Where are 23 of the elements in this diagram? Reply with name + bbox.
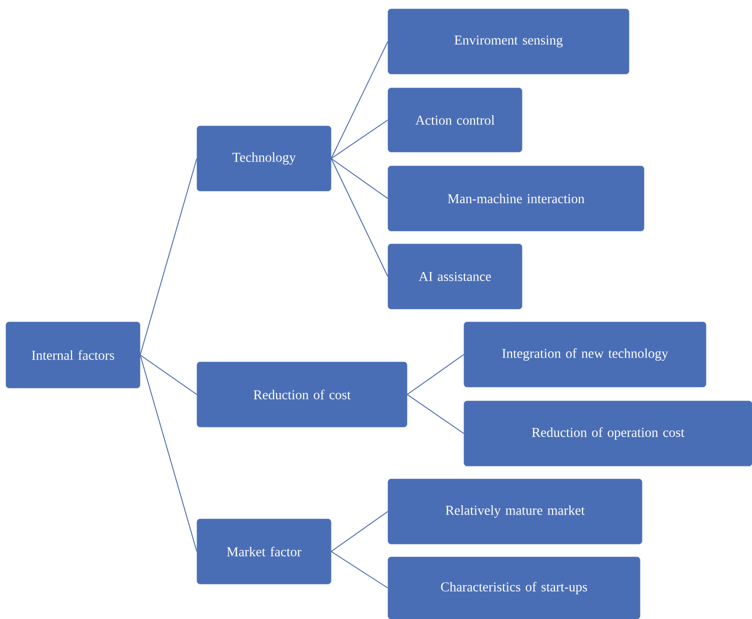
category-box: Reduction of operation cost xyxy=(464,400,752,466)
connector-line xyxy=(330,158,388,277)
connector-line xyxy=(140,354,198,552)
category-box: Enviroment sensing xyxy=(388,8,630,74)
connector-line xyxy=(330,511,388,552)
category-box: AI assistance xyxy=(388,244,522,310)
connector-line xyxy=(406,394,464,434)
connector-line xyxy=(330,41,388,159)
connector-line xyxy=(140,158,198,356)
connector-line xyxy=(330,551,388,588)
category-box: Internal factors xyxy=(6,322,140,388)
category-box: Reduction of cost xyxy=(196,362,408,428)
category-box: Integration of new technology xyxy=(464,322,706,388)
category-box: Characteristics of start-ups xyxy=(388,556,640,619)
category-box: Man-machine interaction xyxy=(388,166,644,232)
category-box: Market factor xyxy=(196,518,332,584)
connector-line xyxy=(330,120,388,159)
category-box: Action control xyxy=(388,88,522,152)
category-box: Technology xyxy=(196,126,332,192)
connector-line xyxy=(406,354,464,395)
category-box: Relatively mature market xyxy=(388,478,642,544)
connector-line xyxy=(330,158,388,199)
connector-line xyxy=(140,354,198,395)
